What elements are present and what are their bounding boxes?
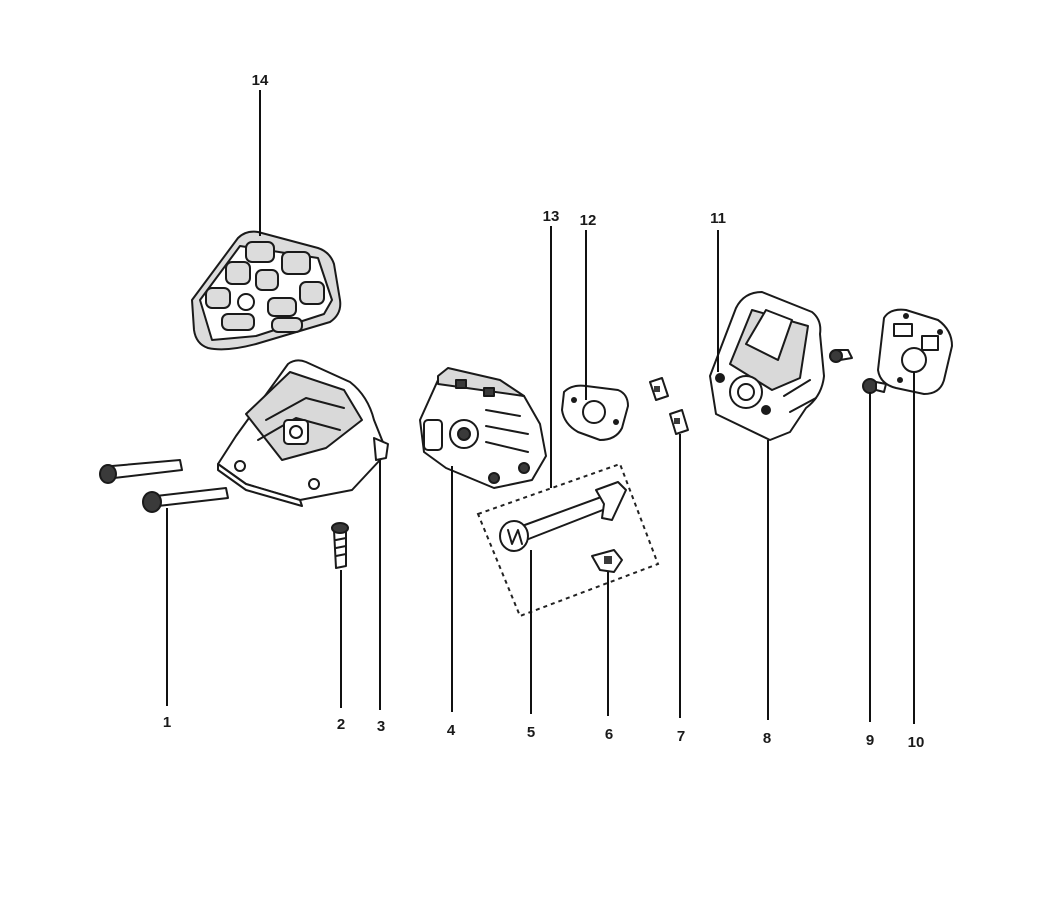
callout-5: 5 [527,724,535,741]
intake-manifold-part-8 [709,291,825,441]
callout-11: 11 [710,210,726,227]
callout-2: 2 [337,716,345,733]
clip-part-6 [591,549,623,573]
callout-1: 1 [163,714,171,731]
repair-kit-part-13 [476,462,660,618]
callout-7: 7 [677,728,685,745]
gasket-part-12 [561,384,629,441]
callout-14: 14 [252,72,269,89]
filter-housing-part-3 [217,359,389,507]
callout-3: 3 [377,718,385,735]
screw-part-2 [331,522,349,569]
callout-8: 8 [763,730,771,747]
long-bolts-part-1 [99,459,229,513]
callout-13: 13 [543,208,560,225]
gasket-part-10 [877,308,953,395]
callout-10: 10 [908,734,925,751]
callout-6: 6 [605,726,613,743]
clips-part-7 [649,377,689,435]
callout-9: 9 [866,732,874,749]
throttle-lever-part-5 [499,481,627,552]
leader-lines [166,90,915,724]
carburetor-part-4 [419,367,547,489]
callout-4: 4 [447,722,456,739]
air-filter-grille-part-14 [191,230,342,351]
callout-labels: 1 2 3 4 5 6 7 8 9 10 11 12 13 14 [163,72,925,751]
callout-12: 12 [580,212,597,229]
